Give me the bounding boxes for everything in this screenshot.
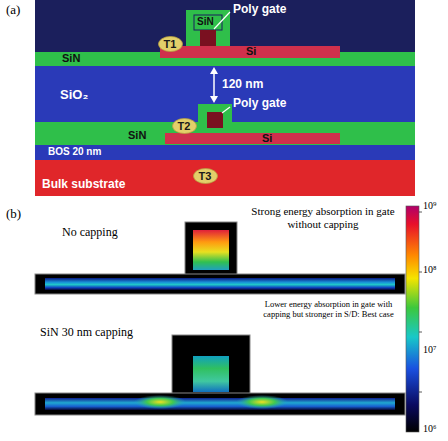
sim-gate-field — [193, 230, 229, 270]
callout-label: T1 — [158, 38, 183, 50]
dimension-line — [213, 71, 215, 100]
part-name: Poly gate — [233, 97, 286, 111]
color-bar — [406, 206, 419, 432]
test-point-ellipse: T1 — [158, 36, 183, 52]
arrow-head — [210, 96, 218, 103]
top-sin-cap — [194, 15, 222, 30]
top-poly-gate — [200, 30, 216, 46]
sd-hotspot — [134, 395, 186, 409]
top-si-layer — [160, 46, 340, 58]
part-name: Si — [262, 132, 272, 145]
test-point-ellipse: T3 — [193, 168, 218, 184]
case-label: No capping — [62, 226, 118, 240]
part-name: Poly gate — [233, 3, 286, 17]
tick-mark — [419, 392, 422, 393]
bottom-poly-gate — [207, 112, 223, 128]
note: Strong energy absorption in gate without… — [242, 205, 404, 230]
top-sin-layer — [35, 10, 415, 66]
sd-hotspot — [236, 395, 288, 409]
scale-label: 10⁶ — [423, 423, 437, 435]
sim-slab — [35, 393, 405, 415]
callout-label: T3 — [193, 170, 218, 182]
scale-label: 10⁸ — [423, 264, 437, 276]
leader-line — [222, 107, 230, 113]
callout-label: T2 — [172, 120, 197, 132]
part-name: SiN — [128, 129, 146, 142]
part-name: BOS 20 nm — [48, 146, 101, 158]
sim-slab — [35, 274, 405, 294]
scale-label: 10⁹ — [423, 200, 437, 212]
sim-slab-field — [45, 398, 395, 410]
scale-label: 10⁷ — [423, 344, 437, 356]
sim-gate-block — [185, 222, 237, 276]
bos-layer — [35, 145, 415, 160]
part-name: Bulk substrate — [42, 178, 125, 192]
sim-slab-field — [45, 278, 395, 290]
test-point-ellipse: T2 — [172, 118, 197, 134]
sim-gate-field — [193, 356, 229, 392]
tick-mark — [419, 272, 422, 273]
panel-letter: (a) — [6, 3, 20, 18]
part-name: Si — [246, 45, 256, 58]
tick-mark — [419, 212, 422, 213]
panel-letter: (b) — [6, 207, 21, 222]
part-name: SiN — [197, 16, 214, 28]
bottom-sin-layer — [35, 104, 415, 145]
tick-mark — [419, 332, 422, 333]
ellipse-fill — [158, 37, 182, 52]
ellipse-fill — [193, 169, 217, 184]
arrow-head — [210, 67, 218, 74]
sio2-layer — [35, 66, 415, 146]
leader-line — [214, 12, 230, 29]
part-name: SiO₂ — [60, 88, 88, 103]
dimension: 120 nm — [222, 78, 263, 92]
bulk-substrate — [35, 160, 415, 196]
part-name: SiN — [62, 52, 80, 65]
case-label: SiN 30 nm capping — [40, 326, 140, 340]
sim-cap-block — [172, 335, 250, 395]
bottom-si-layer — [165, 133, 340, 144]
ellipse-fill — [172, 119, 196, 134]
panel-background — [35, 0, 415, 196]
note: Lower energy absorption in gate with cap… — [256, 300, 401, 320]
